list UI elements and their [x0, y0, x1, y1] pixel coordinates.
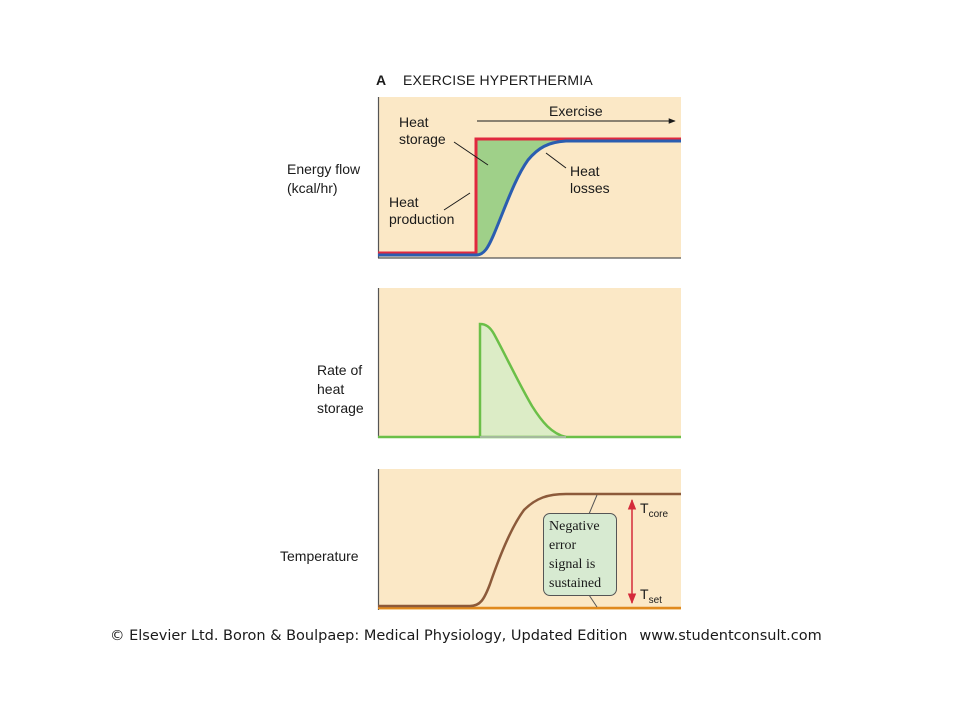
heat-losses-label: Heat losses	[570, 163, 610, 197]
heat-production-label: Heat production	[389, 194, 454, 228]
heat-storage-leader	[453, 141, 489, 166]
copyright-text: © Elsevier Ltd. Boron & Boulpaep: Medica…	[110, 628, 628, 644]
storage-rate-curve	[478, 322, 567, 439]
rate-label-line-1: Rate of	[317, 362, 363, 378]
rate-label-line-3: storage	[317, 400, 364, 416]
heat-production-curve	[378, 137, 681, 255]
core-temperature-curve	[378, 492, 681, 608]
panel1-background	[378, 97, 681, 258]
figure-title: EXERCISE HYPERTHERMIA	[403, 72, 593, 88]
copyright-footer: © Elsevier Ltd. Boron & Boulpaep: Medica…	[110, 628, 822, 644]
heat-production-label-line-2: production	[389, 211, 455, 227]
rate-label-line-2: heat	[317, 381, 345, 397]
heat-losses-leader	[545, 152, 567, 169]
heat-production-label-line-1: Heat	[389, 194, 419, 210]
error-signal-callout: Negative error signal is sustained	[543, 513, 617, 596]
callout-pointer-bottom	[588, 594, 598, 608]
t-core-main: T	[640, 500, 649, 516]
panel-letter: A	[376, 72, 387, 88]
callout-line-3: signal is	[549, 557, 596, 572]
callout-line-2: error	[549, 538, 577, 553]
energy-flow-label-line-2: (kcal/hr)	[287, 180, 338, 196]
heat-storage-label: Heat storage	[399, 114, 446, 148]
heat-losses-label-line-2: losses	[570, 180, 610, 196]
temperature-axis-label: Temperature	[280, 548, 359, 564]
heat-storage-label-line-2: storage	[399, 131, 446, 147]
callout-pointer-top	[588, 494, 598, 515]
panel-energy-flow	[377, 97, 681, 259]
heat-losses-curve	[378, 139, 681, 257]
panel-temperature	[377, 469, 681, 610]
website-link[interactable]: www.studentconsult.com	[639, 628, 822, 644]
panel-rate-of-heat-storage	[377, 288, 681, 439]
storage-rate-fill	[480, 324, 566, 437]
callout-line-4: sustained	[549, 576, 602, 591]
panel3-background	[378, 469, 681, 610]
heat-production-leader	[443, 192, 471, 211]
rate-of-heat-storage-axis-label: Rate of heat storage	[317, 361, 364, 418]
exercise-label: Exercise	[549, 103, 603, 119]
energy-flow-axis-label: Energy flow (kcal/hr)	[287, 160, 360, 198]
heat-losses-label-line-1: Heat	[570, 163, 600, 179]
heat-storage-area	[476, 139, 681, 255]
t-set-label: Tset	[640, 586, 662, 609]
t-core-sub: core	[648, 509, 669, 520]
callout-line-1: Negative	[549, 519, 600, 534]
t-core-label: Tcore	[640, 500, 668, 523]
t-set-main: T	[640, 586, 649, 602]
heat-storage-label-line-1: Heat	[399, 114, 429, 130]
t-set-sub: set	[648, 595, 662, 606]
energy-flow-label-line-1: Energy flow	[287, 161, 361, 177]
